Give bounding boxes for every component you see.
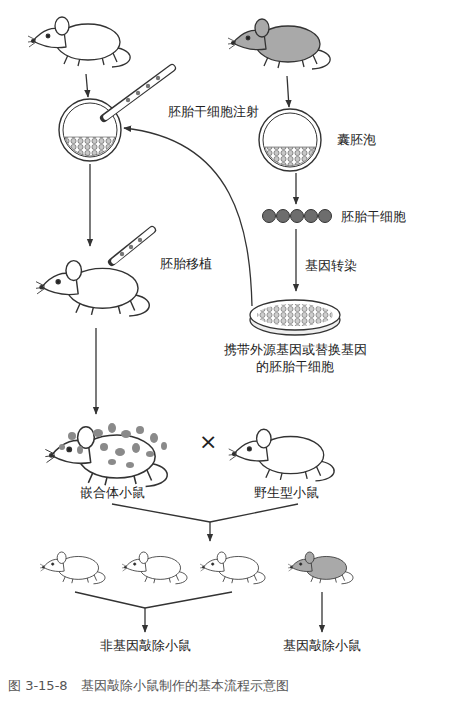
mouse-figure	[40, 552, 105, 584]
mouse-figure	[108, 459, 116, 465]
injection-needle	[106, 68, 172, 117]
cross-symbol: ×	[199, 428, 217, 457]
injection-needle	[129, 245, 133, 249]
mouse-figure	[59, 423, 167, 468]
figure-label: 野生型小鼠	[254, 484, 319, 502]
mouse-figure	[115, 448, 125, 456]
flow-arrow	[75, 592, 232, 608]
mouse-figure	[68, 432, 76, 440]
mouse-figure	[121, 430, 131, 438]
injection-needle	[114, 230, 152, 261]
mouse-figure	[93, 429, 103, 437]
figure-label: 胚胎干细胞	[341, 208, 406, 226]
stem-cell	[291, 210, 304, 223]
mouse-figure	[40, 423, 353, 584]
mouse-figure	[36, 261, 149, 316]
mouse-figure	[59, 444, 65, 450]
mouse-figure	[108, 423, 116, 433]
figure-group: 基因敲除小鼠	[262, 635, 382, 657]
figure-group: 携带外源基因或替换基因的胚胎干细胞	[218, 292, 372, 376]
flow-arrow	[86, 74, 88, 97]
figure-label: 嵌合体小鼠	[80, 484, 145, 502]
injection-needle	[126, 98, 130, 102]
flow-arrow	[95, 328, 96, 414]
stem-cell	[263, 210, 332, 223]
mouse-figure	[150, 433, 158, 443]
figure-label: 基因敲除小鼠	[283, 637, 361, 655]
figure-group: 非基因敲除小鼠	[85, 635, 205, 657]
mouse-figure	[100, 443, 108, 451]
flow-arrow	[209, 522, 210, 541]
culture-dish	[59, 99, 321, 171]
mouse-figure	[132, 443, 140, 453]
mouse-figure	[146, 451, 154, 457]
step-label: 胚胎干细胞注射	[168, 104, 259, 121]
injection-needle	[104, 68, 172, 118]
stem-cell	[263, 210, 276, 223]
culture-dish	[263, 113, 317, 167]
flow-arrow	[287, 76, 289, 107]
mouse-figure	[161, 442, 167, 450]
mouse-figure	[288, 552, 353, 584]
mouse-figure	[136, 426, 144, 434]
mouse-figure	[228, 19, 330, 69]
figure-group: 囊胚泡	[258, 108, 376, 172]
stem-cell	[319, 210, 332, 223]
injection-needle	[104, 68, 172, 262]
step-label: 胚胎移植	[160, 256, 212, 273]
figure-group: 野生型小鼠	[226, 418, 346, 502]
figure-group: 胚胎干细胞	[258, 205, 406, 228]
mouse-figure	[122, 552, 187, 584]
mouse-figure	[229, 429, 334, 481]
flow-arrow	[295, 229, 296, 291]
flow-arrow	[124, 128, 252, 306]
petri-dish	[250, 300, 340, 330]
culture-dish	[265, 147, 315, 166]
figure-label: 囊胚泡	[337, 131, 376, 149]
mouse-figure	[126, 462, 134, 468]
flow-arrow	[295, 173, 296, 204]
mouse-figure	[45, 427, 167, 487]
mouse-figure	[28, 17, 330, 69]
figure-caption: 图 3-15-8 基因敲除小鼠制作的基本流程示意图	[8, 678, 289, 695]
injection-needle	[136, 91, 140, 95]
flow-arrow	[321, 592, 322, 632]
culture-dish	[65, 137, 115, 156]
stem-cell	[305, 210, 318, 223]
flow-arrow	[112, 504, 298, 522]
injection-needle	[120, 252, 124, 256]
stem-cell	[277, 210, 290, 223]
injection-needle	[138, 238, 142, 242]
injection-needle	[156, 76, 160, 80]
figure-label: 非基因敲除小鼠	[100, 637, 191, 655]
injection-needle	[146, 84, 150, 88]
mouse-figure	[200, 552, 265, 584]
mouse-figure	[36, 261, 149, 316]
petri-dish	[250, 300, 340, 335]
edge-label: 基因转染	[303, 258, 359, 275]
injection-needle	[112, 230, 152, 262]
figure-group: 嵌合体小鼠	[36, 416, 188, 502]
figure-label: 携带外源基因或替换基因的胚胎干细胞	[218, 341, 372, 376]
petri-dish	[257, 304, 333, 326]
flow-arrow	[89, 164, 90, 246]
mouse-figure	[28, 17, 130, 67]
culture-dish	[259, 109, 321, 171]
flow-arrow	[144, 608, 145, 632]
mouse-figure	[77, 446, 83, 454]
